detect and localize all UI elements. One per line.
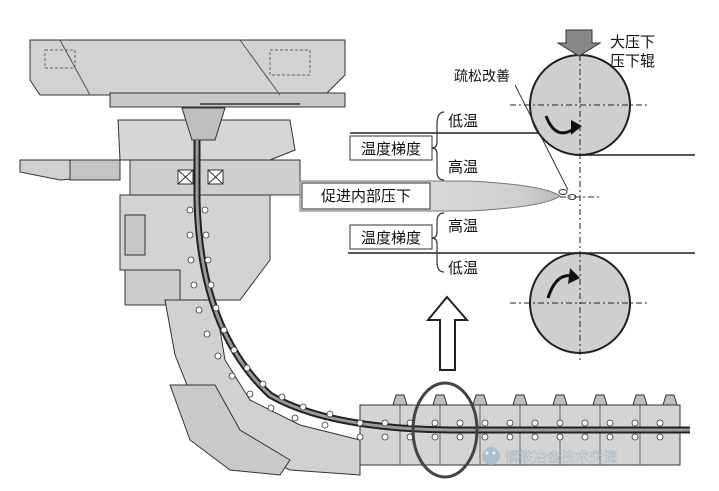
guide-rolls [186,206,664,441]
highlight-ellipse [411,381,479,479]
porosity-leader [514,84,569,191]
watermark: 钢铁冶金技术交流 [482,447,617,466]
low-temp-bottom-label: 低温 [448,259,478,277]
temp-gradient-box-bottom [349,224,433,250]
high-temp-top-label: 高温 [448,158,478,176]
up-arrow-icon [425,295,470,371]
brace-top [431,111,445,181]
reduction-detail: 促进内部压下 温度梯度 温度梯度 低温 高温 高温 低 [299,29,695,360]
temp-gradient-bottom-label: 温度梯度 [361,229,421,247]
reduction-roll-label: 压下辊 [610,52,655,70]
high-temp-bottom-label: 高温 [448,217,478,235]
watermark-text: 钢铁冶金技术交流 [505,449,617,466]
promote-internal-reduction-label: 促进内部压下 [321,187,411,205]
continuous-caster [19,39,681,476]
tundish-frame [29,39,346,96]
porosity-improvement-label: 疏松改善 [454,69,510,85]
big-reduction-label: 大压下 [610,33,655,51]
promote-label-box [301,182,431,210]
temp-gradient-top-label: 温度梯度 [361,140,421,158]
tundish-base [109,92,346,108]
brace-bottom [431,212,445,273]
temp-gradient-box-top [349,135,433,161]
press-down-arrow-icon [556,29,602,57]
ladle-nozzle [181,107,226,141]
wechat-icon [482,447,500,465]
strand-inner [195,140,690,432]
low-temp-top-label: 低温 [448,112,478,130]
